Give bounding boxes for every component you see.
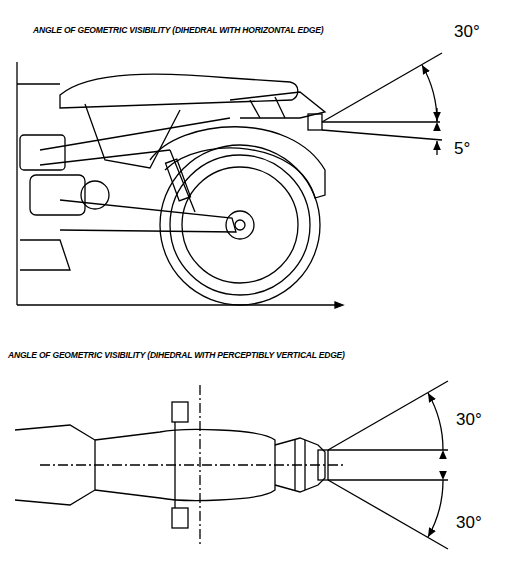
angle-label: 30° [455, 513, 483, 533]
angle-label: 30° [453, 22, 481, 42]
angle-label: 5° [453, 139, 471, 159]
diagram-heading: ANGLE OF GEOMETRIC VISIBILITY (DIHEDRAL … [33, 25, 323, 35]
angle-label: 30° [455, 410, 483, 430]
diagram-heading: ANGLE OF GEOMETRIC VISIBILITY (DIHEDRAL … [8, 350, 345, 360]
